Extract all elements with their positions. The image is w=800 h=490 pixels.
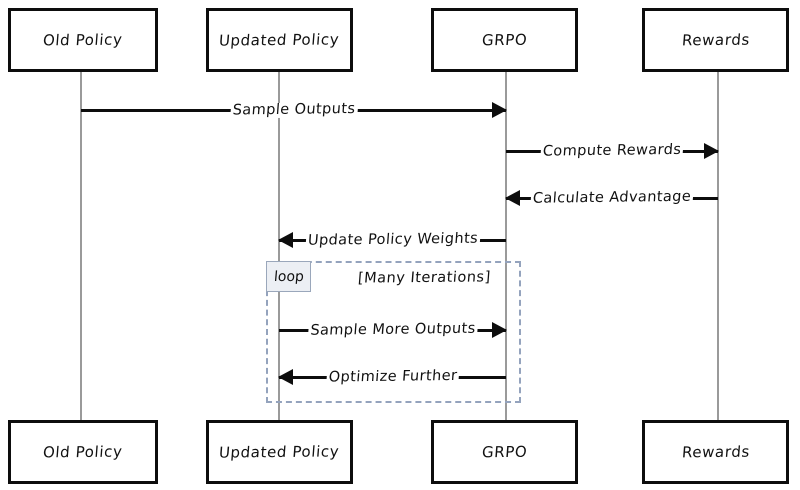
participant-label: Rewards: [680, 30, 751, 50]
participant-box-grpo-top[interactable]: GRPO: [431, 8, 578, 72]
lifeline-old-policy: [80, 72, 82, 420]
participant-label: Updated Policy: [218, 30, 341, 50]
participant-label: Updated Policy: [218, 442, 341, 462]
participant-box-old-policy-top[interactable]: Old Policy: [8, 8, 158, 72]
loop-condition-label: [Many Iterations]: [354, 269, 495, 287]
participant-label: GRPO: [481, 442, 528, 462]
participant-label: Old Policy: [42, 442, 124, 462]
participant-box-rewards-bottom[interactable]: Rewards: [642, 420, 789, 484]
arrowhead-icon: [704, 143, 719, 159]
arrowhead-icon: [278, 232, 293, 248]
participant-box-updated-policy-top[interactable]: Updated Policy: [206, 8, 353, 72]
participant-box-rewards-top[interactable]: Rewards: [642, 8, 789, 72]
participant-box-grpo-bottom[interactable]: GRPO: [431, 420, 578, 484]
lifeline-grpo: [505, 72, 507, 420]
arrowhead-icon: [492, 322, 507, 338]
participant-box-updated-policy-bottom[interactable]: Updated Policy: [206, 420, 353, 484]
loop-tab: loop: [266, 261, 311, 292]
lifeline-rewards: [717, 72, 719, 420]
participant-label: GRPO: [481, 30, 528, 50]
participant-label: Rewards: [680, 442, 751, 462]
participant-label: Old Policy: [42, 30, 124, 50]
message-label: Calculate Advantage: [530, 188, 694, 207]
message-label: Sample Outputs: [229, 101, 358, 119]
loop-frame: [266, 261, 521, 403]
message-label: Update Policy Weights: [304, 230, 481, 249]
arrowhead-icon: [505, 190, 520, 206]
arrowhead-icon: [492, 102, 507, 118]
message-label: Optimize Further: [325, 367, 460, 386]
arrowhead-icon: [278, 369, 293, 385]
message-label: Sample More Outputs: [307, 320, 478, 339]
loop-tab-label: loop: [272, 268, 305, 285]
participant-box-old-policy-bottom[interactable]: Old Policy: [8, 420, 158, 484]
message-label: Compute Rewards: [540, 141, 684, 160]
